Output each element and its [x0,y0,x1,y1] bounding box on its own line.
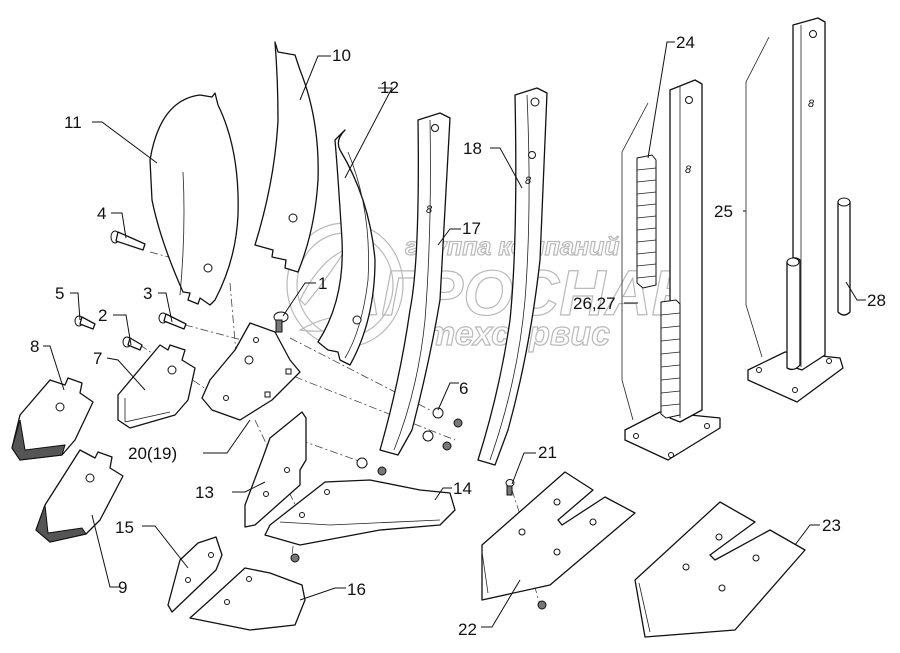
svg-text:8: 8 [525,175,532,187]
callout-25: 25 [714,202,733,221]
callout-6: 6 [459,379,468,398]
part-21-bolt [505,479,547,610]
callout-23: 23 [822,516,841,535]
part-2-bolt [122,336,143,351]
callout-18: 18 [463,139,482,158]
part-15-wing [167,536,223,613]
callout-8: 8 [30,337,39,356]
part-1-bolt [273,311,289,333]
callout-7: 7 [93,349,102,368]
leader-lines [43,41,866,628]
part-3-bolt [158,312,187,330]
svg-text:8: 8 [808,98,815,110]
part-10-moldboard [254,41,319,273]
part-20-19-bracket [201,322,301,421]
part-14-plate [264,479,456,546]
part-4-bolt [110,230,146,251]
part-9-share [35,449,124,543]
callout-3: 3 [143,284,152,303]
part-7-share [117,344,196,429]
part-24-rack [636,154,657,289]
callout-9: 9 [118,578,127,597]
callout-12: 12 [380,78,399,97]
part-8-share [11,377,94,461]
callout-13: 13 [195,483,214,502]
part-25-stand: 8 [745,17,844,403]
callout-20-19: 20(19) [128,444,177,463]
part-22-tip [481,471,636,601]
part-23-tip [634,501,806,638]
callout-5: 5 [55,284,64,303]
callout-22: 22 [458,620,477,639]
callout-17: 17 [462,219,481,238]
callout-28: 28 [867,291,886,310]
callout-15: 15 [115,518,134,537]
part-17-shank: 8 [379,112,451,456]
part-12-wing [317,129,376,366]
part-16-plate [189,567,306,631]
svg-text:8: 8 [685,164,692,176]
part-28-pin [837,197,851,316]
callout-26-27: 26,27 [573,294,616,313]
callout-1: 1 [318,274,327,293]
callout-labels: 11 10 12 4 3 5 2 8 7 9 1 17 18 20(19) 6 … [30,33,886,639]
callout-24: 24 [676,33,695,52]
part-13-wing [244,411,307,528]
svg-text:8: 8 [426,204,433,216]
callout-21: 21 [538,443,557,462]
callout-16: 16 [347,580,366,599]
part-5-bolt [74,315,96,330]
part-18-shank: 8 [477,87,548,466]
callout-11: 11 [64,113,82,132]
callout-14: 14 [453,479,472,498]
callout-4: 4 [97,204,106,223]
part-6-washers-nuts [290,407,463,563]
callout-2: 2 [98,306,107,325]
part-11-shield [149,92,239,306]
part-26-27-stand: 8 [621,79,721,461]
callout-10: 10 [332,46,351,65]
